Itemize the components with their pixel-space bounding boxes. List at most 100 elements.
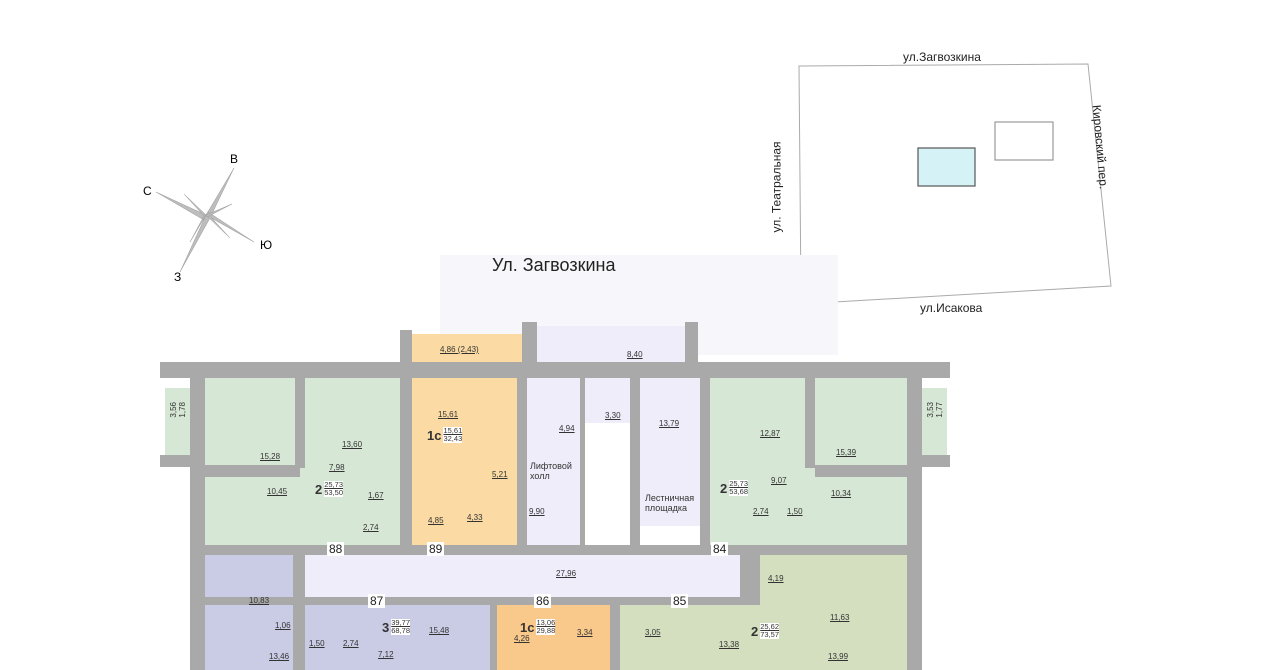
balcony-hall (537, 326, 685, 362)
right-balcony (922, 388, 947, 465)
wall (922, 455, 950, 467)
apartment-number-84[interactable]: 84 (711, 542, 729, 556)
wall (610, 605, 620, 670)
room-area: 27,96 (556, 569, 577, 578)
site-plan (798, 63, 1112, 303)
wall (160, 362, 950, 378)
room-area: 15,39 (836, 448, 857, 457)
room-area: 13,46 (269, 652, 290, 661)
apartment-85-room (815, 555, 907, 670)
wall (740, 555, 760, 605)
compass-north-label: С (143, 184, 152, 198)
room-area: 15,61 (438, 410, 459, 419)
stairwell (640, 378, 700, 526)
apartment-number-88[interactable]: 88 (327, 542, 345, 556)
apartment-87[interactable] (305, 605, 490, 670)
room-area: 4,26 (514, 634, 530, 643)
room-area: 1,06 (275, 621, 291, 630)
site-street-bottom: ул.Исакова (920, 301, 983, 315)
room-area: 2,74 (343, 639, 359, 648)
wall (517, 378, 527, 545)
wall (805, 378, 815, 468)
room-area: 11,63 (830, 613, 850, 622)
room-area: 3,56 (169, 402, 178, 418)
room-area: 7,98 (329, 463, 345, 472)
room-area: 4,33 (467, 513, 483, 522)
apartment-number-85[interactable]: 85 (671, 594, 689, 608)
room-3-30 (585, 378, 630, 423)
room-area: 1,50 (787, 507, 803, 516)
room-area: 4,19 (768, 574, 784, 583)
apartment-86[interactable] (497, 605, 610, 670)
compass-south-label: Ю (260, 238, 273, 252)
compass-west-label: З (174, 270, 182, 284)
wall (907, 378, 922, 670)
compass-rose-icon (155, 167, 255, 273)
room-area: 3,05 (645, 628, 661, 637)
room-area: 1,78 (178, 402, 187, 418)
room-area: 5,21 (492, 470, 508, 479)
wall (190, 378, 205, 670)
corridor (300, 555, 740, 597)
apartment-87-a[interactable] (205, 555, 293, 670)
wall (490, 605, 497, 670)
apartment-number-89[interactable]: 89 (427, 542, 445, 556)
room-area: 13,99 (828, 652, 849, 661)
room-area: 4,94 (559, 424, 575, 433)
wall (700, 378, 710, 545)
room-area: 4,86 (2,43) (440, 345, 479, 354)
neighbor-building (994, 121, 1054, 161)
balcony-yellow (412, 334, 522, 362)
apartment-number-86[interactable]: 86 (534, 594, 552, 608)
street-label: Ул. Загвозкина (492, 255, 616, 275)
room-area: 13,38 (719, 640, 740, 649)
site-street-left: ул. Театральная (769, 141, 784, 233)
room-area: 7,12 (378, 650, 394, 659)
site-street-top: ул.Загвозкина (903, 50, 981, 64)
stair-label: Лестничная площадка (645, 493, 695, 513)
room-area: 9,07 (771, 476, 787, 485)
wall (295, 378, 305, 468)
left-balcony (165, 388, 190, 465)
apartment-89[interactable] (412, 378, 517, 545)
room-area: 12,87 (760, 429, 781, 438)
wall (630, 378, 640, 545)
wall (205, 465, 300, 477)
wall (160, 455, 190, 467)
room-area: 15,28 (260, 452, 281, 461)
room-area: 8,40 (627, 350, 643, 359)
wall (580, 378, 585, 545)
room-area: 2,74 (753, 507, 769, 516)
wall (190, 545, 922, 555)
room-area: 1,50 (309, 639, 325, 648)
wall (815, 465, 907, 477)
room-area: 3,53 (926, 402, 935, 418)
building-highlight (917, 147, 976, 187)
wall (400, 378, 412, 545)
room-area: 2,74 (363, 523, 379, 532)
apartment-number-87[interactable]: 87 (368, 594, 386, 608)
room-area: 10,45 (267, 487, 288, 496)
room-area: 13,79 (659, 419, 680, 428)
room-area: 3,30 (605, 411, 621, 420)
lift-hall (527, 378, 580, 545)
lift-hall-label: Лифтовой холл (530, 461, 572, 481)
room-area: 4,85 (428, 516, 444, 525)
room-area: 1,67 (368, 491, 384, 500)
room-area: 1,77 (935, 402, 944, 418)
room-area: 10,34 (831, 489, 852, 498)
room-area: 13,60 (342, 440, 363, 449)
room-area: 15,48 (429, 626, 450, 635)
room-area: 10,83 (249, 596, 270, 605)
room-area: 9,90 (529, 507, 545, 516)
wall (293, 555, 305, 670)
apartment-85-bath (760, 555, 815, 605)
room-area: 3,34 (577, 628, 593, 637)
wall (205, 597, 760, 605)
